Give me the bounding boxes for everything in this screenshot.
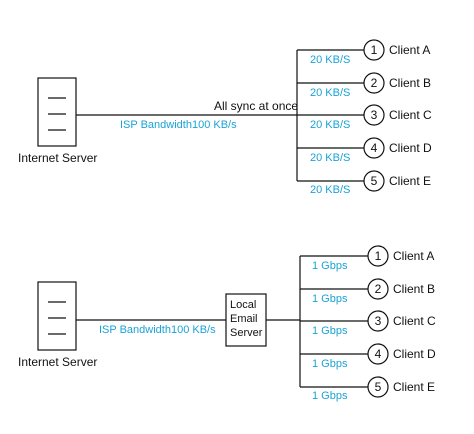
top-link-label: 20 KB/S <box>310 87 350 99</box>
client-name: Client D <box>393 347 436 361</box>
top-branch-a: 20 KB/S 1 Client A <box>297 39 430 66</box>
local-email-server: Local Email Server <box>225 293 267 347</box>
client-circle <box>363 104 385 126</box>
top-sync-label: All sync at once <box>214 99 298 113</box>
top-branch-c: 20 KB/S 3 Client C <box>297 104 432 131</box>
bottom-link-label: 1 Gbps <box>312 358 348 370</box>
top-branch-e: 20 KB/S 5 Client E <box>297 170 431 196</box>
bottom-link-label: 1 Gbps <box>312 390 348 402</box>
bottom-isp-label: ISP Bandwidth100 KB/s <box>99 324 216 336</box>
client-number: 3 <box>375 314 382 328</box>
bottom-link-label: 1 Gbps <box>312 325 348 337</box>
client-circle <box>367 343 389 365</box>
top-link-label: 20 KB/S <box>310 54 350 66</box>
top-link-label: 20 KB/S <box>310 119 350 131</box>
client-name: Client E <box>393 380 435 394</box>
client-number: 5 <box>371 174 378 188</box>
client-circle <box>367 245 389 267</box>
client-name: Client C <box>389 108 432 122</box>
top-branch-b: 20 KB/S 2 Client B <box>297 72 431 99</box>
top-diagram: Internet Server All sync at once ISP Ban… <box>18 39 432 196</box>
bottom-link-label: 1 Gbps <box>312 260 348 272</box>
client-number: 2 <box>375 282 382 296</box>
client-number: 1 <box>371 43 378 57</box>
client-name: Client A <box>393 249 434 263</box>
bottom-server-label: Internet Server <box>18 355 97 369</box>
client-name: Client D <box>389 141 432 155</box>
email-server-line3: Server <box>230 327 263 339</box>
bottom-branch-a: 1 Gbps 1 Client A <box>300 245 434 272</box>
client-circle <box>367 376 389 398</box>
client-number: 4 <box>371 141 378 155</box>
client-name: Client E <box>389 174 431 188</box>
top-link-label: 20 KB/S <box>310 184 350 196</box>
client-circle <box>367 310 389 332</box>
top-isp-label: ISP Bandwidth100 KB/s <box>120 119 237 131</box>
bottom-link-label: 1 Gbps <box>312 293 348 305</box>
bottom-branch-b: 1 Gbps 2 Client B <box>300 278 435 305</box>
client-circle <box>363 137 385 159</box>
client-name: Client A <box>389 43 430 57</box>
client-number: 5 <box>375 380 382 394</box>
client-name: Client C <box>393 314 436 328</box>
client-circle <box>363 170 385 192</box>
client-circle <box>363 72 385 94</box>
client-name: Client B <box>389 76 431 90</box>
top-link-label: 20 KB/S <box>310 152 350 164</box>
client-name: Client B <box>393 282 435 296</box>
bottom-server-icon <box>37 281 77 351</box>
client-number: 2 <box>371 76 378 90</box>
email-server-line2: Email <box>230 313 258 325</box>
client-number: 1 <box>375 249 382 263</box>
top-server-icon <box>37 77 77 147</box>
top-server-label: Internet Server <box>18 151 97 165</box>
top-branch-d: 20 KB/S 4 Client D <box>297 137 432 164</box>
client-circle <box>367 278 389 300</box>
client-number: 4 <box>375 347 382 361</box>
bottom-branch-d: 1 Gbps 4 Client D <box>300 343 436 370</box>
bottom-branch-c: 1 Gbps 3 Client C <box>300 310 436 337</box>
client-number: 3 <box>371 108 378 122</box>
client-circle <box>363 39 385 61</box>
bottom-diagram: Internet Server ISP Bandwidth100 KB/s Lo… <box>18 245 436 402</box>
bottom-branch-e: 1 Gbps 5 Client E <box>300 376 435 402</box>
email-server-line1: Local <box>230 299 256 311</box>
